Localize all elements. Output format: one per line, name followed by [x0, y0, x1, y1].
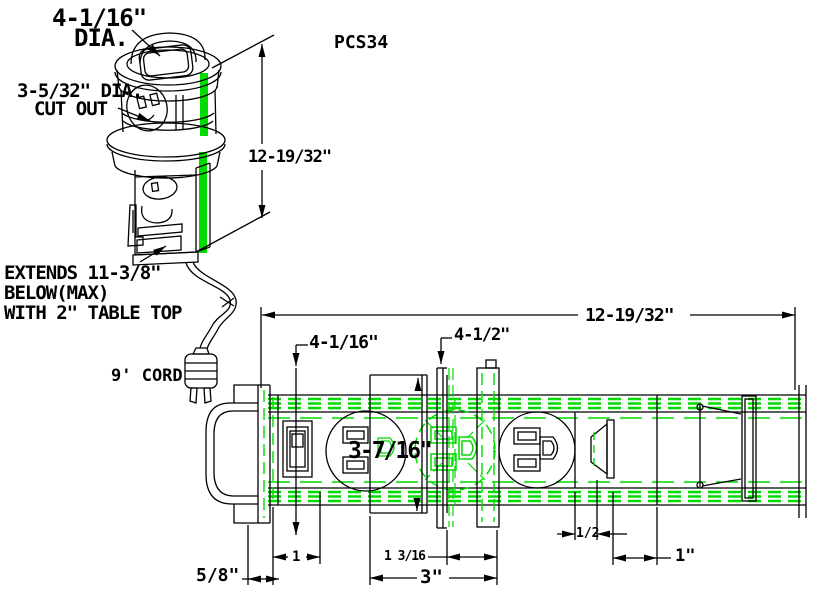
label-dim-one-right: 1" [675, 546, 696, 566]
label-model-number: PCS34 [334, 32, 389, 53]
cord-break-mark [219, 296, 235, 308]
dim-three [369, 516, 498, 585]
label-side-body-diameter: 3-7/16" [348, 438, 433, 464]
front-outlet [126, 84, 168, 132]
outlet-1 [325, 410, 407, 492]
dim-one-right [612, 492, 671, 565]
dim-cap-diameter [292, 344, 308, 535]
outlet-2 [498, 411, 576, 489]
side-view [205, 307, 807, 585]
retaining-bracket [127, 204, 144, 247]
label-side-flange-diameter: 4-1/2" [454, 325, 510, 345]
label-cutout-value: 3-5/32" DIA. [17, 80, 143, 102]
dim-flange-diameter [437, 337, 452, 364]
label-dim-one-left: 1 [292, 549, 301, 565]
label-cap-diameter-unit: DIA. [74, 24, 129, 52]
dim-overall-length [260, 307, 796, 390]
plug-prong [203, 387, 212, 404]
front-view [106, 29, 275, 404]
ground-hole [377, 437, 395, 457]
label-side-overall-length: 12-19/32" [585, 305, 675, 326]
cap-handle [130, 32, 206, 65]
upper-cylinder [120, 89, 217, 135]
label-dim-three: 3" [420, 566, 443, 588]
cap-rim [114, 44, 222, 102]
dim-one-half [557, 480, 627, 540]
cap-plate [257, 384, 279, 524]
cord-exit-boss [590, 419, 615, 479]
leader-cutout [117, 107, 151, 122]
label-cap-diameter-value: 4-1/16" [52, 4, 147, 32]
label-cap-lip: 5/8" [196, 565, 240, 586]
dim-one-three-sixteenths [428, 530, 497, 565]
label-dim-one-half: 1/2 [576, 526, 600, 541]
dim-unit-height [195, 34, 275, 253]
green-stripe [199, 73, 208, 253]
flange-plate-inner [436, 367, 448, 529]
dim-one-left [273, 492, 321, 564]
leader-extends-note [139, 245, 167, 263]
rocker-switch [282, 420, 313, 478]
leader-cap-diameter [131, 29, 161, 57]
label-dim-one-three-sixteenths: 1 3/16 [384, 549, 426, 564]
label-extends-line2: BELOW(MAX) [4, 282, 109, 304]
label-extends-line1: EXTENDS 11-3/8" [4, 262, 162, 284]
power-plug [184, 347, 218, 404]
clamp-assembly [696, 395, 757, 502]
hidden-line-bands [268, 397, 806, 503]
dim-cap-lip [242, 507, 279, 585]
end-cap-handle [205, 384, 258, 524]
power-cord [185, 261, 237, 350]
plug-prong [189, 387, 198, 404]
label-cord-length: 9' CORD [111, 366, 183, 386]
label-extends-line3: WITH 2" TABLE TOP [4, 302, 182, 324]
label-side-cap-diameter: 4-1/16" [309, 332, 379, 353]
dim-body-diameter [413, 378, 422, 511]
label-unit-height: 12-19/32" [248, 147, 332, 167]
mounting-collar [369, 374, 428, 514]
label-cutout-note: CUT OUT [34, 98, 108, 120]
